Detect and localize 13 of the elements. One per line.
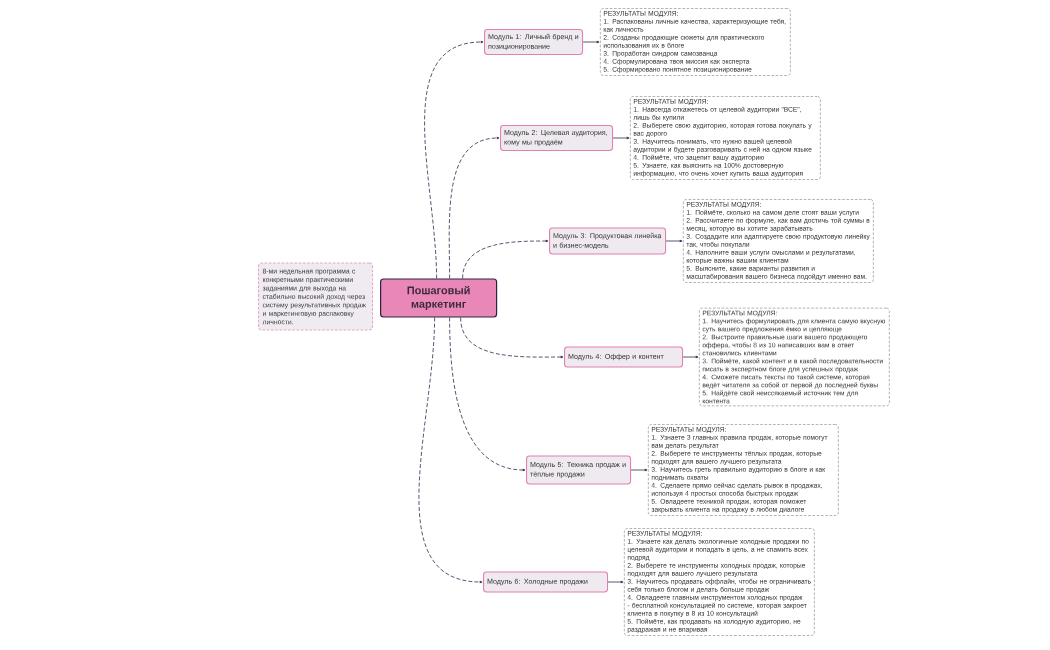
arrow <box>630 468 648 472</box>
arrow <box>460 317 564 359</box>
arrow <box>682 355 699 359</box>
arrow <box>607 580 624 584</box>
arrow <box>449 317 526 472</box>
arrow <box>612 136 630 140</box>
central-topic-box: Пошаговый маркетинг <box>380 278 498 318</box>
arrow <box>424 40 484 279</box>
arrow <box>418 317 483 584</box>
arrow <box>448 136 500 279</box>
arrow <box>665 239 683 243</box>
arrow <box>582 40 600 44</box>
arrow <box>462 239 549 279</box>
